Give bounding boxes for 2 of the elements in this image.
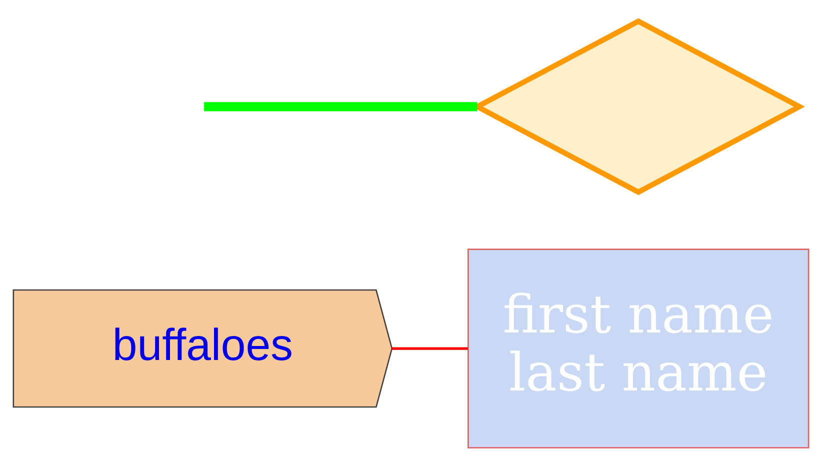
connector [392,346,468,350]
connector [204,102,478,111]
